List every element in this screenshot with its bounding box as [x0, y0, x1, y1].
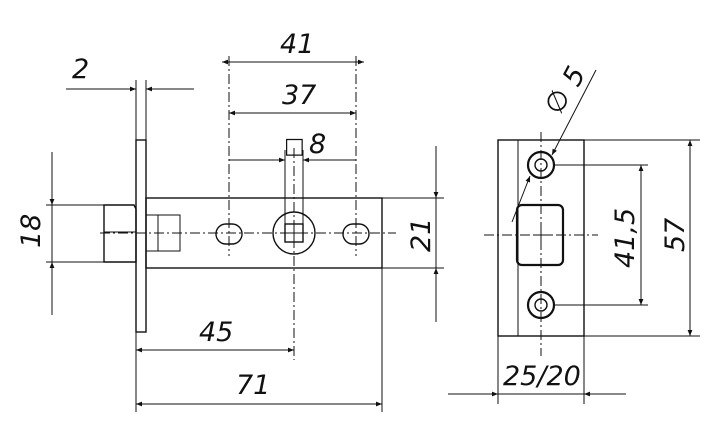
dim-faceplate-thickness: 2 — [72, 54, 89, 85]
dim-total-length: 71 — [236, 370, 270, 401]
dim-hole-distance-inner: 37 — [282, 80, 316, 111]
dim-hole-spacing: 41,5 — [610, 208, 641, 268]
side-view: 2 41 37 □ 8 18 21 45 71 — [16, 29, 444, 412]
front-view: ∅ 5 41,5 57 25/20 — [448, 62, 700, 404]
dim-plate-height: 57 — [660, 218, 691, 252]
faceplate — [135, 139, 147, 333]
diameter-symbol: ∅ — [539, 84, 577, 119]
dim-body-height: 21 — [406, 218, 437, 252]
dim-backset: 45 — [199, 317, 233, 348]
square-symbol: □ — [284, 134, 305, 159]
dim-leader-5 — [551, 69, 597, 156]
dim-hole-distance: 41 — [280, 29, 314, 60]
dim-spindle-square: 8 — [309, 129, 326, 160]
dim-plate-width: 25/20 — [503, 361, 581, 392]
dim-latch-height: 18 — [16, 214, 47, 248]
